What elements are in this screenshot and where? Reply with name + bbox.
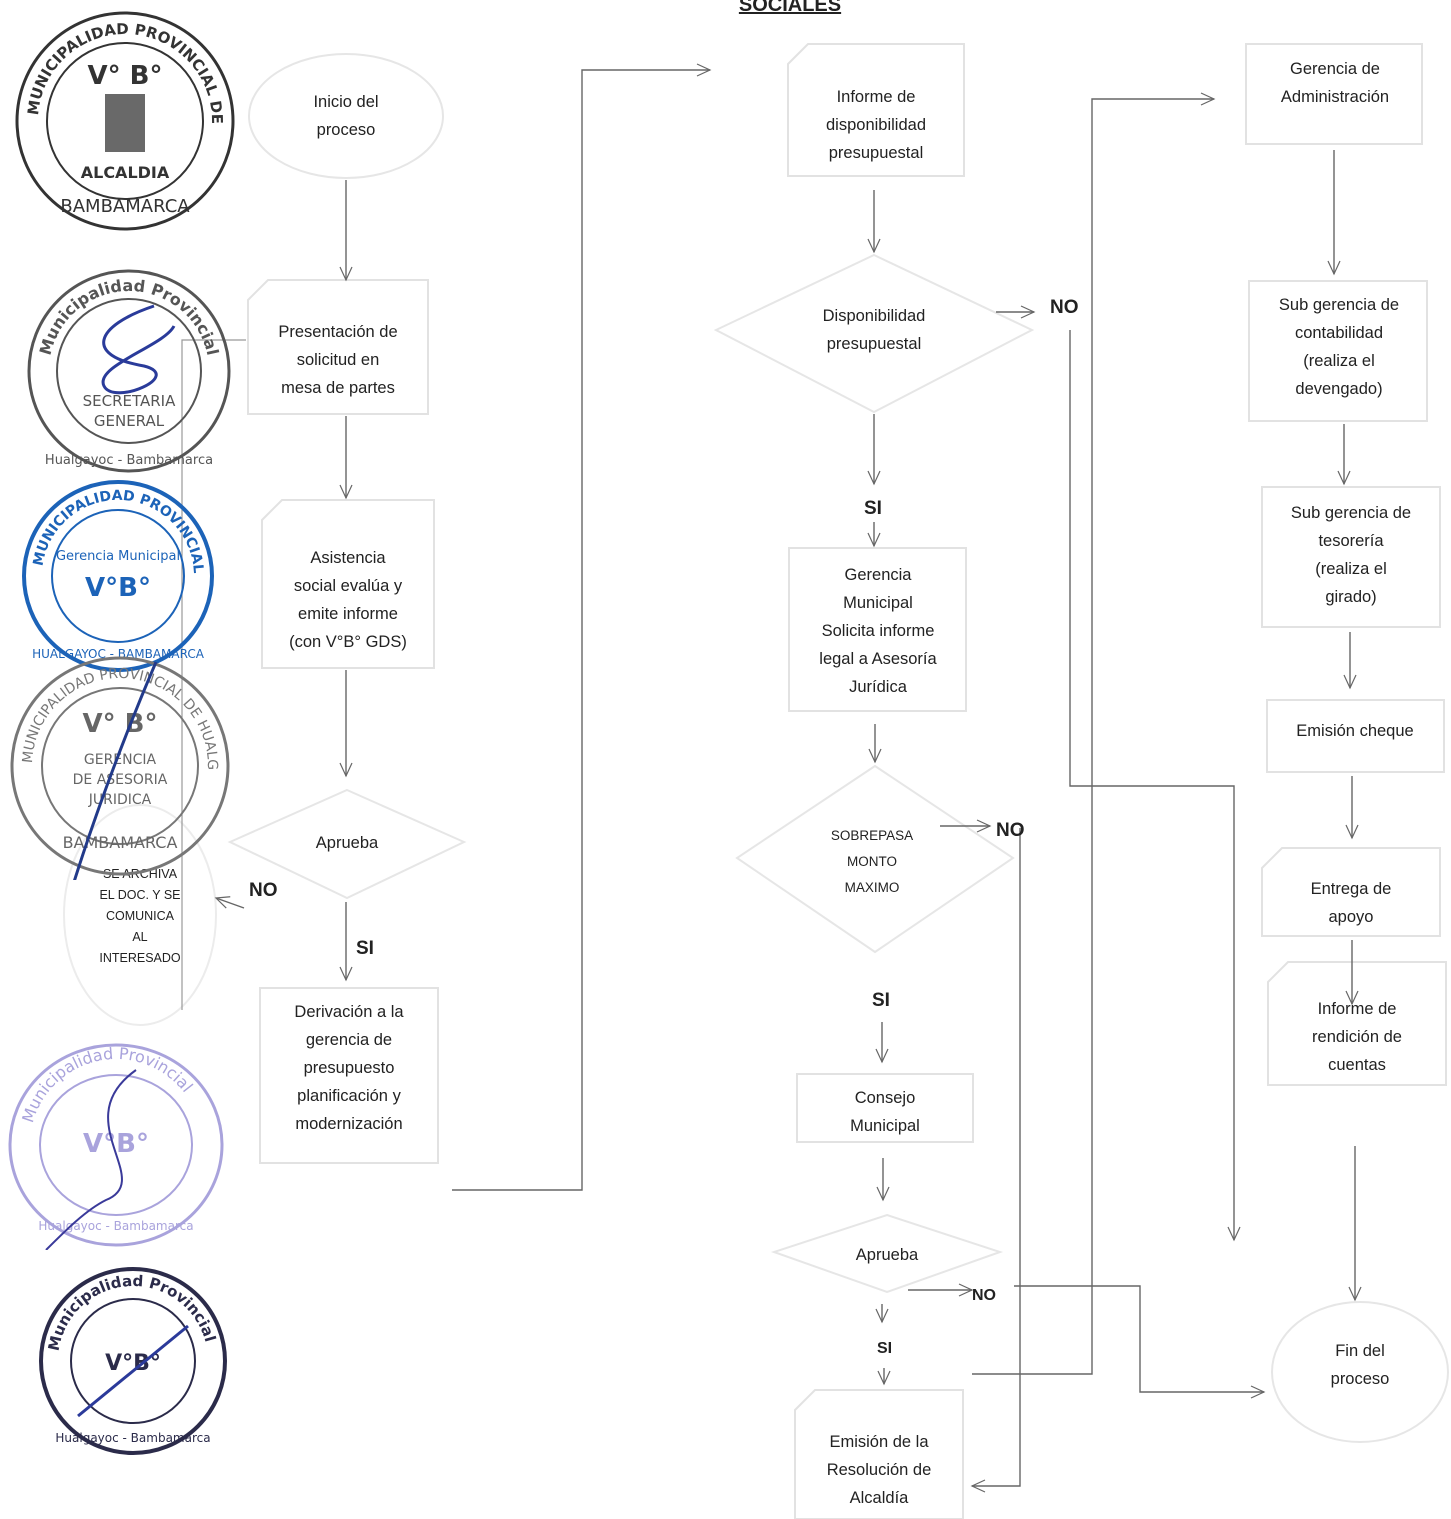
stamp-asesoria-juridica: MUNICIPALIDAD PROVINCIAL DE HUALGAYOC V°… xyxy=(6,652,230,880)
box-shape-consejo xyxy=(796,1073,974,1143)
svg-text:GERENCIA: GERENCIA xyxy=(84,752,157,768)
node-contabilidad: Sub gerencia de contabilidad (realiza el… xyxy=(1278,296,1400,398)
document-shape-rendicion xyxy=(1267,961,1447,1086)
node-fin: Fin del proceso xyxy=(1330,1342,1390,1388)
node-emision-cheque: Emisión cheque xyxy=(1296,722,1414,740)
document-shape-informe xyxy=(787,43,965,177)
end-ellipse-shape xyxy=(1271,1301,1449,1443)
box-shape-derivacion xyxy=(259,987,439,1164)
document-shape-asistencia xyxy=(261,499,435,669)
label-no-disponibilidad: NO xyxy=(1050,297,1079,318)
box-shape-contabilidad xyxy=(1248,280,1428,422)
label-si-sobrepasa: SI xyxy=(872,990,890,1011)
svg-text:Hualgayoc - Bambamarca: Hualgayoc - Bambamarca xyxy=(45,453,213,468)
document-shape-emision-resolucion xyxy=(794,1389,964,1519)
connector-aprueba2-fin xyxy=(1014,1285,1266,1399)
node-derivacion: Derivación a la gerencia de presupuesto … xyxy=(294,1003,404,1133)
svg-text:SECRETARIA: SECRETARIA xyxy=(83,392,176,410)
box-shape-tesoreria xyxy=(1261,486,1441,628)
label-no-aprueba2: NO xyxy=(972,1287,996,1304)
node-entrega: Entrega de apoyo xyxy=(1310,880,1392,926)
node-informe-disponibilidad: Informe de disponibilidad presupuestal xyxy=(826,88,926,162)
connector-derivacion-informe xyxy=(452,63,712,1191)
decision-shape-disponibilidad xyxy=(713,253,1035,414)
node-aprueba1: Aprueba xyxy=(315,834,379,852)
document-shape-presentacion xyxy=(247,279,429,415)
svg-text:Hualgayoc - Bambamarca: Hualgayoc - Bambamarca xyxy=(38,1219,193,1233)
svg-text:Gerencia Municipal: Gerencia Municipal xyxy=(56,549,180,564)
svg-text:ALCALDIA: ALCALDIA xyxy=(81,163,170,182)
svg-text:Municipalidad Provincial: Municipalidad Provincial xyxy=(45,1272,220,1353)
node-emision-resolucion: Emisión de la Resolución de Alcaldía xyxy=(826,1433,932,1507)
box-shape-gerencia-admin xyxy=(1245,43,1423,145)
start-ellipse-shape xyxy=(248,53,444,179)
svg-text:BAMBAMARCA: BAMBAMARCA xyxy=(60,196,190,217)
svg-text:V° B°: V° B° xyxy=(83,709,158,739)
label-si-aprueba2: SI xyxy=(877,1340,893,1357)
svg-text:BAMBAMARCA: BAMBAMARCA xyxy=(63,833,178,852)
label-no-sobrepasa: NO xyxy=(996,820,1025,841)
box-shape-gerencia-municipal xyxy=(788,547,967,712)
arrow-aprueba-archiva xyxy=(214,896,245,909)
label-si-disponibilidad: SI xyxy=(864,498,882,519)
document-shape-entrega xyxy=(1261,847,1441,937)
node-tesoreria: Sub gerencia de tesorería (realiza el gi… xyxy=(1290,504,1412,606)
decision-shape-sobrepasa xyxy=(735,764,1015,954)
node-presentacion: Presentación de solicitud en mesa de par… xyxy=(278,323,398,397)
stamp-planeamiento: Municipalidad Provincial V°B° Hualgayoc … xyxy=(8,1043,224,1250)
svg-text:V°B°: V°B° xyxy=(85,573,151,603)
node-consejo: Consejo Municipal xyxy=(850,1089,920,1135)
svg-text:JURIDICA: JURIDICA xyxy=(88,792,152,808)
connector-no-fin xyxy=(1069,330,1241,1242)
stamp-alcaldia: MUNICIPALIDAD PROVINCIAL DE HUALGAYOC V°… xyxy=(10,6,235,231)
decision-shape-aprueba2 xyxy=(770,1213,1004,1294)
node-asistencia: Asistencia social evalúa y emite informe… xyxy=(289,549,407,651)
node-aprueba2: Aprueba xyxy=(855,1246,919,1264)
svg-text:V° B°: V° B° xyxy=(88,61,163,91)
box-shape-cheque xyxy=(1266,699,1445,773)
stamp-gerencia-municipal: MUNICIPALIDAD PROVINCIAL Gerencia Munici… xyxy=(22,480,214,672)
svg-text:GENERAL: GENERAL xyxy=(94,412,165,430)
node-disponibilidad: Disponibilidad presupuestal xyxy=(822,307,926,353)
archive-ellipse-shape xyxy=(63,804,217,1026)
node-rendicion: Informe de rendición de cuentas xyxy=(1312,1000,1402,1074)
stamp-secretaria-general: Municipalidad Provincial SECRETARIA GENE… xyxy=(27,269,231,473)
svg-text:HUALGAYOC - BAMBAMARCA: HUALGAYOC - BAMBAMARCA xyxy=(32,647,205,661)
node-gerencia-municipal: Gerencia Municipal Solicita informe lega… xyxy=(819,566,937,696)
stamp-desarrollo-social: Municipalidad Provincial V°B° Hualgayoc … xyxy=(39,1267,227,1455)
page-title: SOCIALES xyxy=(738,0,842,16)
connector-si-gerencia-admin xyxy=(972,92,1216,1375)
node-gerencia-administracion: Gerencia de Administración xyxy=(1280,60,1390,106)
node-inicio: Inicio del proceso xyxy=(313,93,379,139)
label-no-aprueba1: NO xyxy=(249,880,278,901)
decision-shape-aprueba1 xyxy=(227,788,467,900)
node-archiva: SE ARCHIVA EL DOC. Y SE COMUNICA AL INTE… xyxy=(99,866,181,965)
label-si-aprueba1: SI xyxy=(356,938,374,959)
svg-text:DE ASESORIA: DE ASESORIA xyxy=(73,772,168,788)
connector-no-emision xyxy=(970,828,1021,1493)
svg-text:Hualgayoc - Bambamarca: Hualgayoc - Bambamarca xyxy=(55,1431,210,1445)
node-sobrepasa: SOBREPASA MONTO MAXIMO xyxy=(830,828,914,895)
